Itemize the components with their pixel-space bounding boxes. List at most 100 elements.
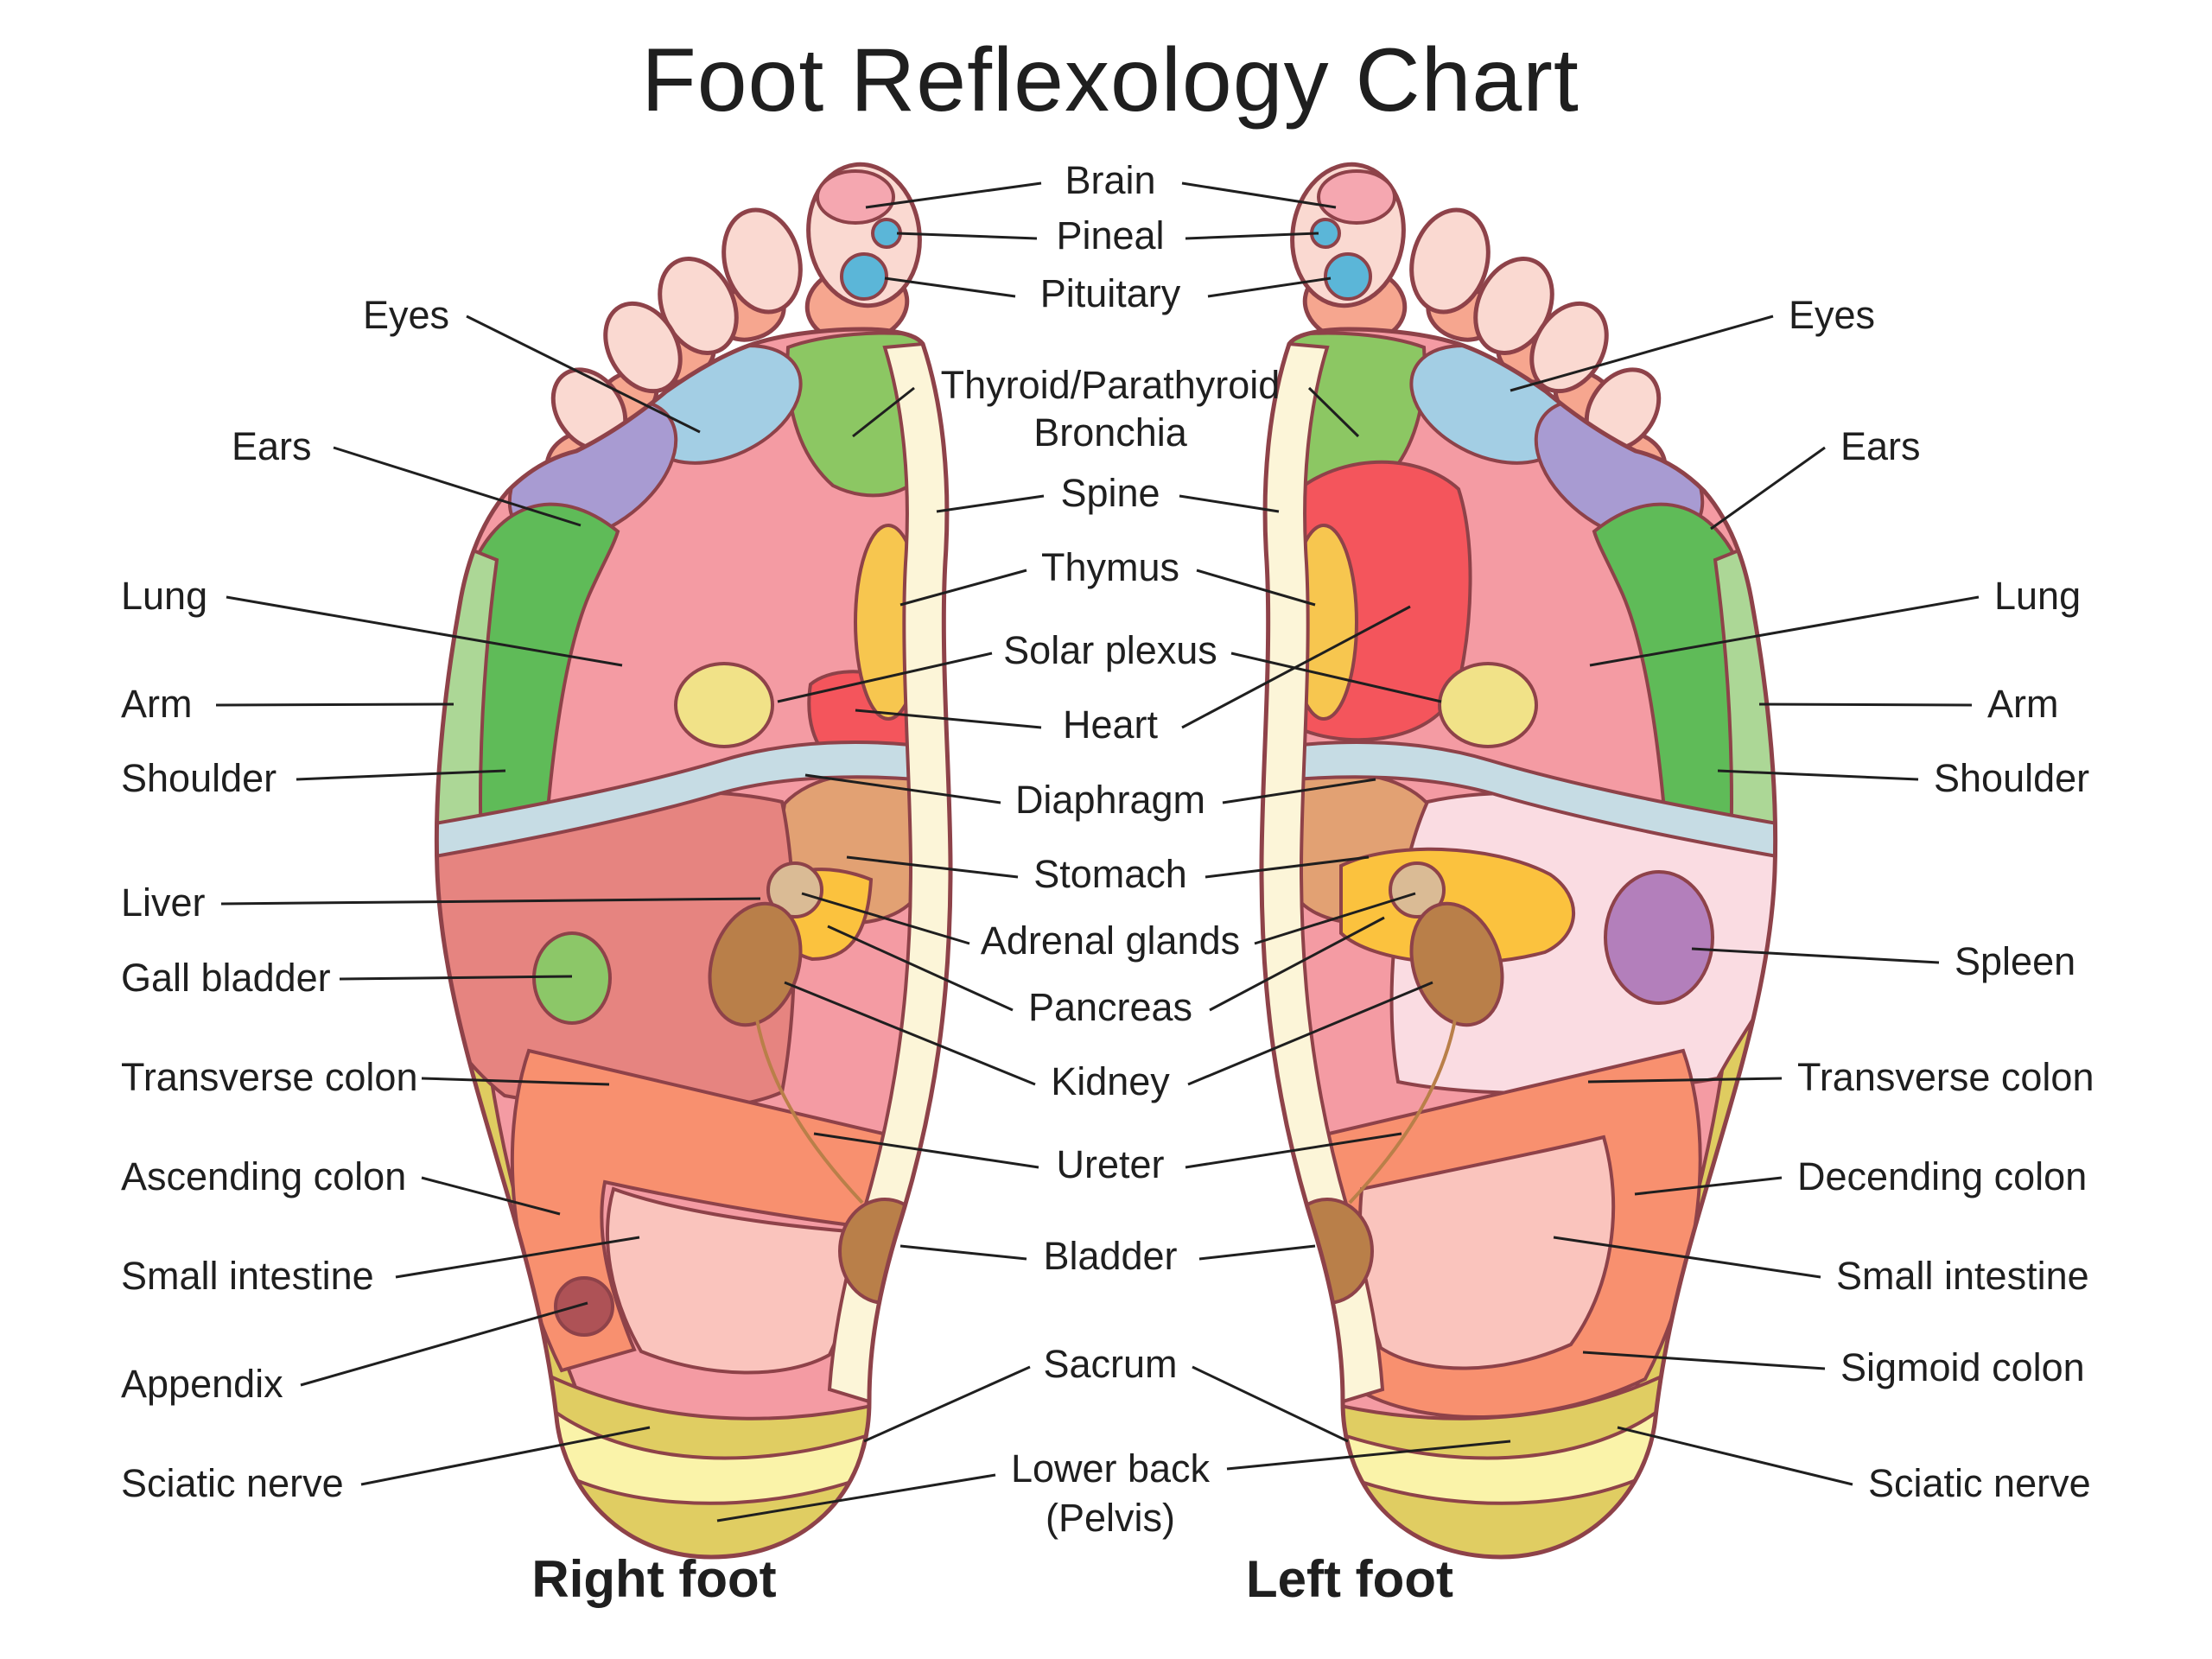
- leader-thymus-l: [899, 569, 1027, 607]
- leader-left-ascending-colon: [421, 1176, 561, 1216]
- leader-solar-plexus-l: [777, 652, 993, 703]
- label-spine: Spine: [1060, 471, 1160, 515]
- page-title: Foot Reflexology Chart: [641, 30, 1580, 130]
- leader-right-ears: [1710, 446, 1826, 531]
- leader-right-sciatic-nerve: [1617, 1426, 1853, 1486]
- leader-thyroid-l: [852, 386, 915, 438]
- leader-left-eyes: [466, 315, 701, 434]
- label-lower-back: Lower back: [1011, 1446, 1211, 1491]
- label-left-eyes: Eyes: [363, 293, 449, 337]
- leader-adrenal-r: [1254, 892, 1416, 945]
- label-left-appendix: Appendix: [121, 1362, 283, 1406]
- leader-sacrum-l: [863, 1365, 1031, 1443]
- label-left-ears: Ears: [232, 424, 312, 468]
- leader-pancreas-r: [1209, 916, 1385, 1012]
- leader-right-descending-colon: [1634, 1176, 1783, 1196]
- leader-left-appendix: [300, 1301, 588, 1387]
- leader-left-arm: [215, 702, 454, 707]
- leader-right-lung: [1589, 595, 1980, 667]
- leader-spine-r: [1179, 494, 1280, 513]
- leader-brain-r: [1181, 181, 1337, 209]
- leader-pineal-r: [1185, 232, 1319, 240]
- leader-adrenal-l: [801, 892, 970, 945]
- leader-bladder-r: [1198, 1244, 1316, 1261]
- labels: Eyes Ears Lung Arm Shoulder Liver Gall b…: [121, 158, 2094, 1540]
- leader-spine-l: [936, 494, 1045, 513]
- leader-right-spleen: [1691, 947, 1940, 964]
- leader-lower-back-l: [716, 1473, 996, 1522]
- right-foot: [397, 157, 955, 1573]
- label-pancreas: Pancreas: [1028, 985, 1192, 1029]
- leader-solar-plexus-r: [1230, 652, 1442, 703]
- label-left-arm: Arm: [121, 682, 193, 726]
- label-right-sigmoid-colon: Sigmoid colon: [1840, 1345, 2085, 1389]
- label-right-small-intestine: Small intestine: [1836, 1254, 2089, 1298]
- leader-left-gall-bladder: [339, 975, 573, 981]
- label-heart: Heart: [1063, 702, 1159, 747]
- label-right-lung: Lung: [1994, 574, 2081, 618]
- leader-left-lung: [226, 595, 623, 667]
- left-foot: [1257, 157, 1815, 1573]
- leader-right-sigmoid-colon: [1582, 1351, 1826, 1370]
- leader-left-ears: [333, 446, 582, 527]
- label-left-sciatic-nerve: Sciatic nerve: [121, 1461, 344, 1505]
- label-thymus: Thymus: [1041, 545, 1179, 589]
- label-solar-plexus: Solar plexus: [1003, 628, 1217, 672]
- leader-thyroid-r: [1307, 386, 1360, 438]
- leader-bladder-l: [899, 1244, 1027, 1261]
- label-right-shoulder: Shoulder: [1934, 756, 2089, 800]
- leader-heart-l: [855, 709, 1042, 729]
- leader-left-liver: [220, 897, 761, 906]
- label-left-small-intestine: Small intestine: [121, 1254, 374, 1298]
- label-ureter: Ureter: [1056, 1142, 1164, 1186]
- label-left-transverse-colon: Transverse colon: [121, 1055, 417, 1099]
- leader-diaphragm-r: [1222, 778, 1376, 804]
- leader-right-arm: [1758, 702, 1973, 707]
- leader-ureter-l: [813, 1132, 1039, 1169]
- label-bladder: Bladder: [1043, 1234, 1177, 1278]
- caption-right-foot: Right foot: [531, 1550, 776, 1608]
- leader-stomach-r: [1205, 855, 1370, 879]
- leader-pituitary-l: [884, 276, 1016, 298]
- label-thyroid-parathyroid: Thyroid/Parathyroid: [941, 363, 1281, 407]
- leader-kidney-l: [784, 981, 1036, 1086]
- leader-right-eyes: [1510, 315, 1774, 392]
- label-left-lung: Lung: [121, 574, 207, 618]
- leader-heart-r: [1181, 605, 1411, 729]
- leader-right-shoulder: [1717, 769, 1919, 781]
- label-right-ears: Ears: [1840, 424, 1921, 468]
- label-brain: Brain: [1065, 158, 1155, 202]
- caption-left-foot: Left foot: [1246, 1550, 1453, 1608]
- leader-kidney-r: [1187, 981, 1433, 1086]
- label-right-arm: Arm: [1987, 682, 2059, 726]
- label-right-sciatic-nerve: Sciatic nerve: [1868, 1461, 2091, 1505]
- label-kidney: Kidney: [1051, 1059, 1170, 1103]
- label-pineal: Pineal: [1056, 213, 1164, 257]
- leader-diaphragm-l: [804, 773, 1001, 804]
- leader-left-small-intestine: [395, 1236, 640, 1279]
- leader-right-small-intestine: [1553, 1236, 1821, 1279]
- leader-thymus-r: [1196, 569, 1316, 607]
- label-pelvis: (Pelvis): [1046, 1496, 1175, 1540]
- label-diaphragm: Diaphragm: [1015, 778, 1205, 822]
- leader-pancreas-l: [827, 925, 1014, 1012]
- label-left-gall-bladder: Gall bladder: [121, 956, 331, 1000]
- label-pituitary: Pituitary: [1040, 271, 1181, 315]
- label-left-ascending-colon: Ascending colon: [121, 1154, 406, 1198]
- leader-sacrum-r: [1192, 1365, 1349, 1443]
- label-adrenal-glands: Adrenal glands: [981, 918, 1240, 963]
- label-left-liver: Liver: [121, 880, 206, 925]
- leader-left-sciatic-nerve: [360, 1426, 651, 1486]
- label-right-eyes: Eyes: [1789, 293, 1875, 337]
- leader-lines: [215, 181, 1980, 1522]
- label-right-descending-colon: Decending colon: [1797, 1154, 2087, 1198]
- leader-lower-back-r: [1226, 1440, 1511, 1471]
- leader-left-transverse-colon: [421, 1077, 610, 1086]
- label-left-shoulder: Shoulder: [121, 756, 276, 800]
- leader-brain-l: [865, 181, 1042, 209]
- leader-pituitary-r: [1207, 276, 1332, 298]
- leader-ureter-r: [1185, 1132, 1402, 1169]
- label-stomach: Stomach: [1033, 852, 1187, 896]
